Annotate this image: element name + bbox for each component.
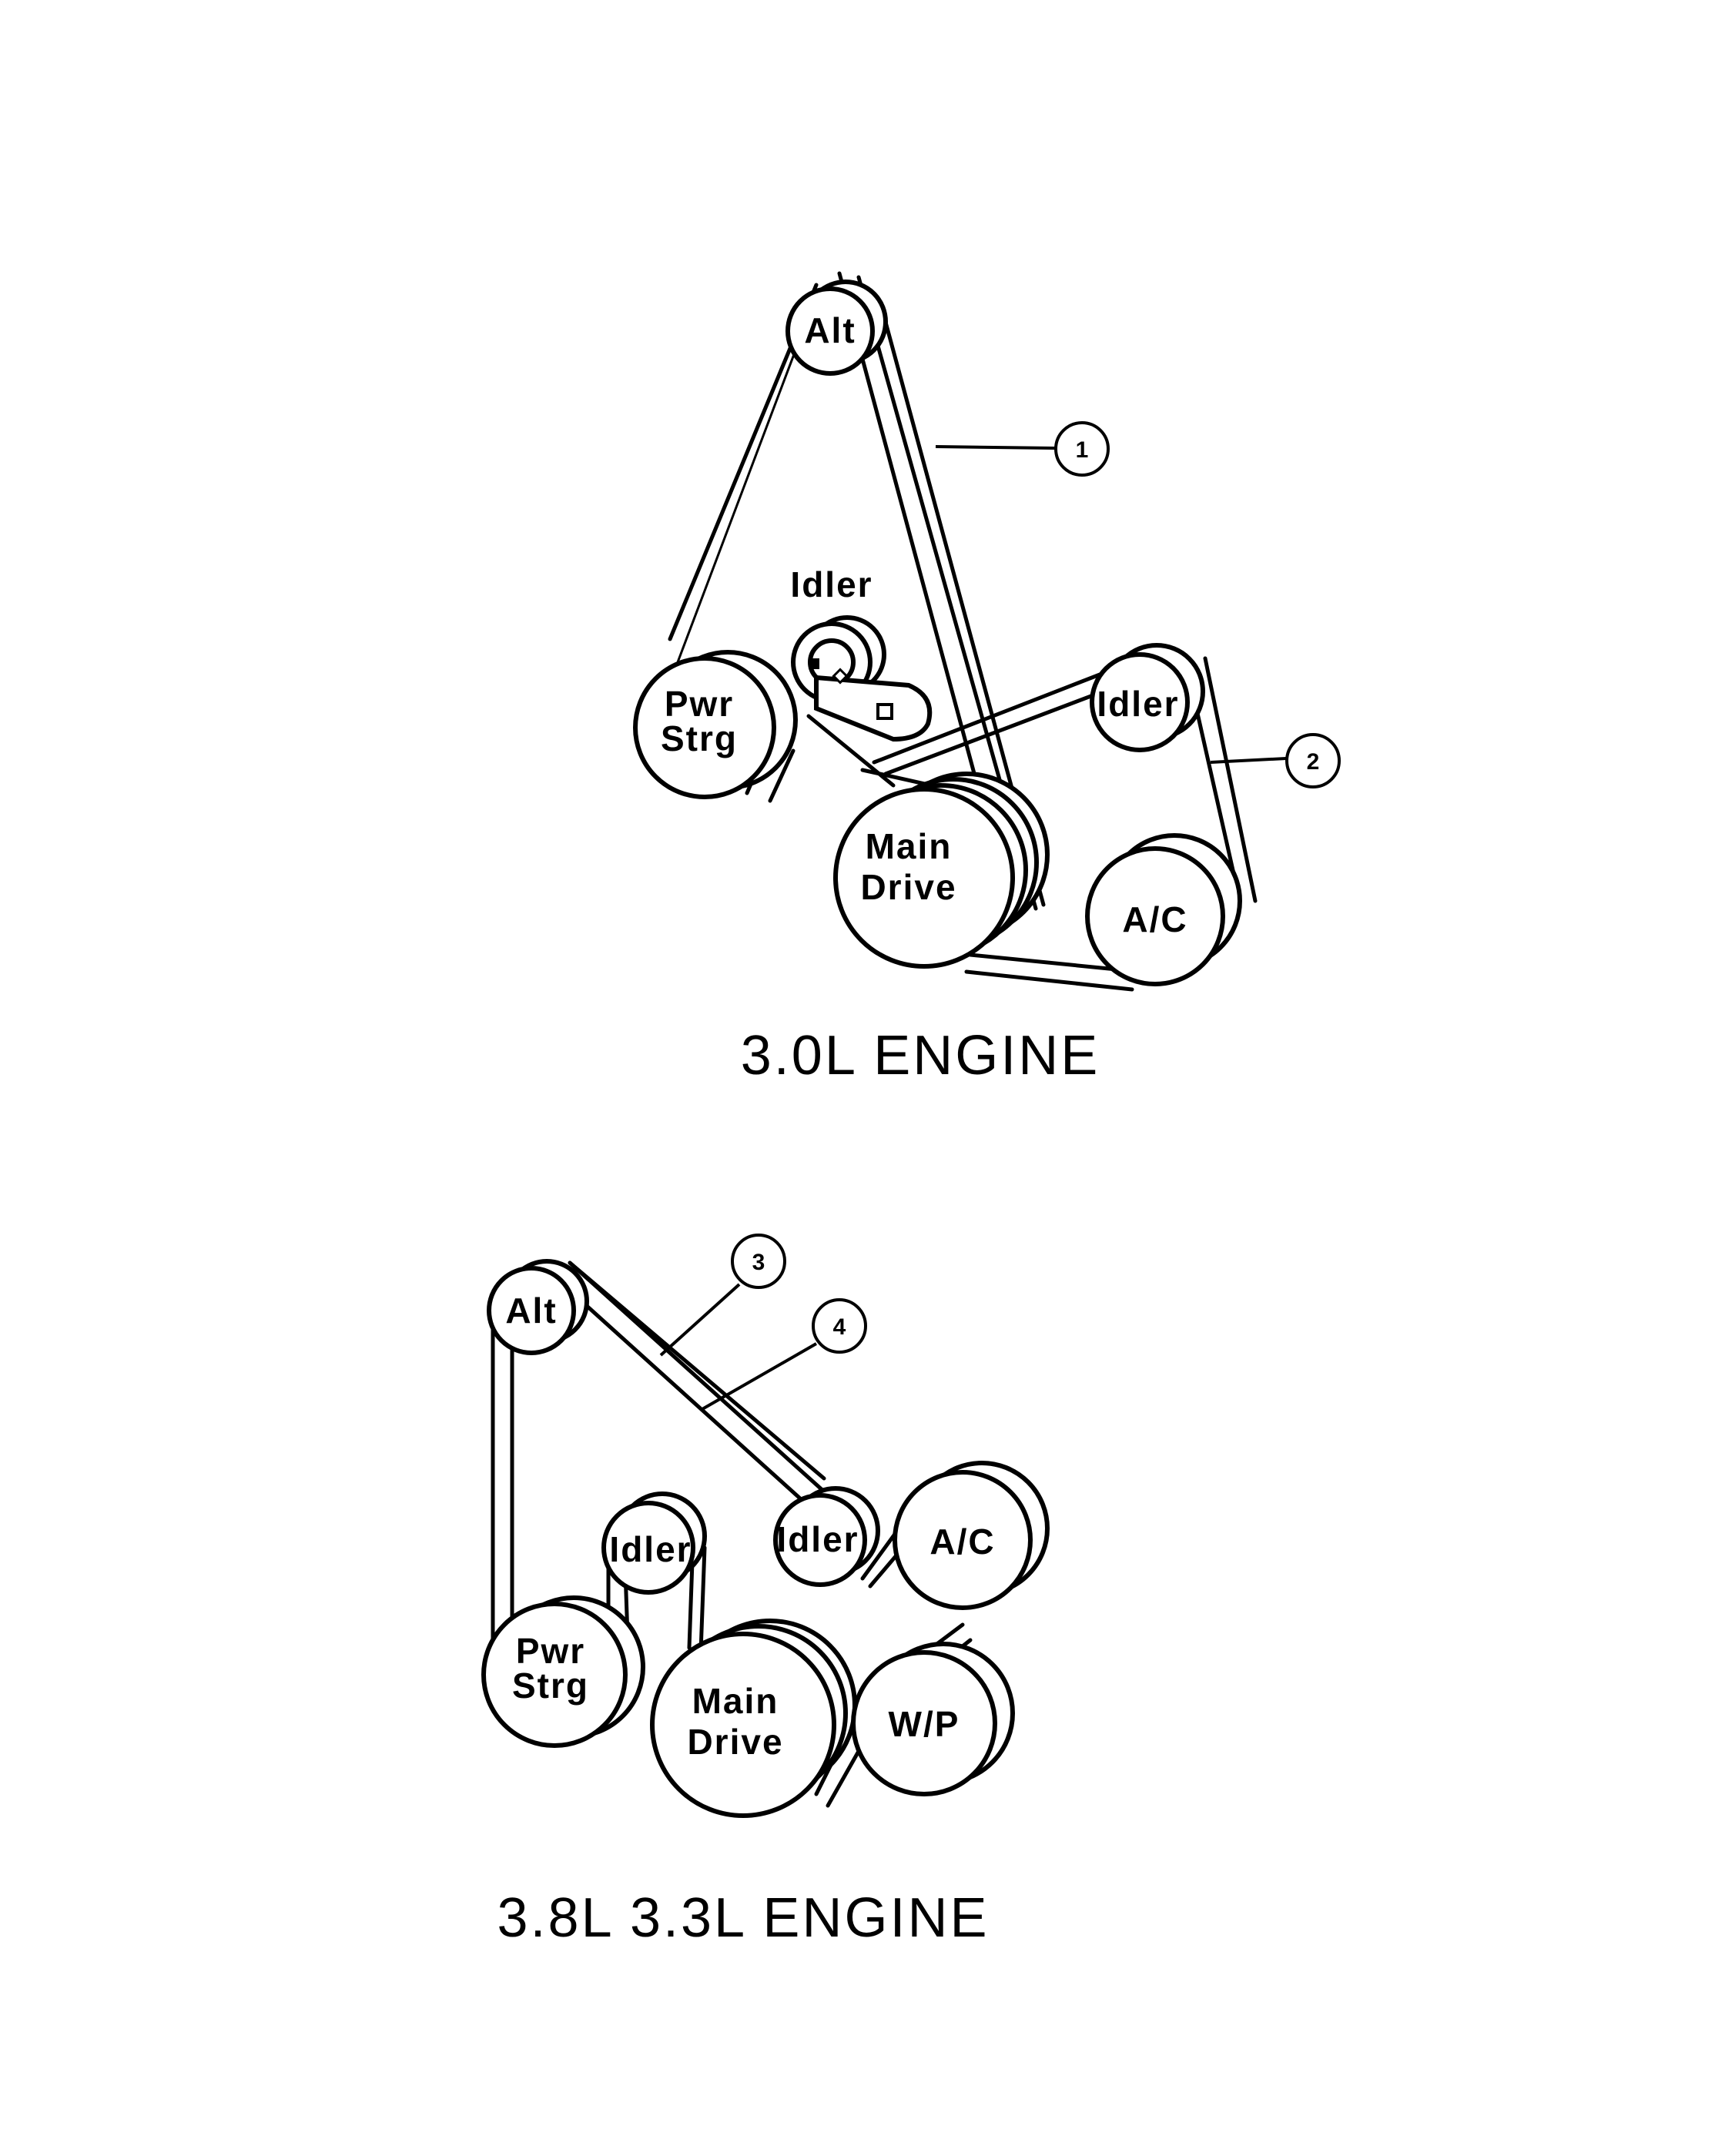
callout-number: 1 <box>1076 437 1089 463</box>
bolt-icon <box>876 703 893 720</box>
diagram-3-8l-3-3l: Alt Idler Idler A/C Pwr Strg <box>481 1234 1050 1949</box>
pulley-label: Strg <box>512 1666 589 1706</box>
bolt-icon <box>832 668 849 685</box>
pulley-label: Pwr <box>516 1631 585 1671</box>
pulley-alt-3-8l: Alt <box>487 1259 589 1355</box>
callout-number: 2 <box>1307 749 1320 775</box>
pulley-label: Idler <box>609 1529 692 1569</box>
diagram-title: 3.8L 3.3L ENGINE <box>497 1887 990 1949</box>
pulley-label: Main <box>866 826 953 866</box>
pulley-label: W/P <box>889 1704 960 1744</box>
pulley-wp-3-8l: W/P <box>851 1642 1015 1796</box>
pulley-label: Idler <box>1097 684 1179 724</box>
pulley-label: A/C <box>1122 899 1187 939</box>
pulley-idler-right-3-0l: Idler <box>1090 643 1205 752</box>
pulley-idler-right-3-8l: Idler <box>773 1486 880 1587</box>
pulley-ac-3-8l: A/C <box>893 1461 1050 1610</box>
pulley-label: Idler <box>776 1519 859 1559</box>
diagram-title: 3.0L ENGINE <box>741 1025 1100 1086</box>
pulley-alt-3-0l: Alt <box>785 280 888 376</box>
pulley-label: Main <box>692 1681 779 1721</box>
pulley-pwr-strg-3-0l: Pwr Strg <box>633 650 798 799</box>
callout-3: 3 <box>659 1234 786 1357</box>
diagram-3-0l: Alt Idler Pwr Strg Idler <box>633 271 1341 1086</box>
bolt-icon <box>809 658 819 669</box>
pulley-main-drive-3-8l: Main Drive <box>650 1619 857 1818</box>
pulley-label: A/C <box>929 1522 995 1562</box>
pulley-idler-left-3-8l: Idler <box>601 1491 707 1595</box>
pulley-ac-3-0l: A/C <box>1085 833 1242 986</box>
callout-number: 4 <box>833 1314 846 1340</box>
callout-number: 3 <box>752 1250 765 1275</box>
callout-1: 1 <box>935 421 1110 477</box>
pulley-label: Alt <box>804 310 856 350</box>
pulley-label: Drive <box>687 1722 783 1762</box>
pulley-idler-3-0l: Idler <box>790 564 933 742</box>
pulley-label: Strg <box>661 718 738 758</box>
pulley-main-drive-3-0l: Main Drive <box>833 772 1050 969</box>
pulley-label: Idler <box>790 564 873 604</box>
pulley-label: Alt <box>505 1291 557 1331</box>
callout-2: 2 <box>1210 733 1341 788</box>
belt-2 <box>872 652 1258 992</box>
pulley-label: Drive <box>860 867 956 907</box>
callout-4: 4 <box>702 1298 867 1411</box>
pulley-pwr-strg-3-8l: Pwr Strg <box>481 1595 645 1748</box>
pulley-label: Pwr <box>665 684 734 724</box>
